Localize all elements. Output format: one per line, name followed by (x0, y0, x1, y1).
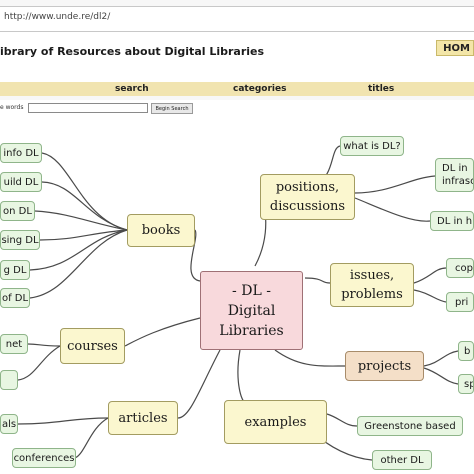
connector-courses-net (27, 343, 61, 347)
leaf-on-dl[interactable]: on DL (0, 201, 35, 221)
connector-articles-conf (74, 417, 109, 459)
connector-books-g (29, 229, 128, 271)
connector-books-info (41, 152, 128, 231)
dl-infra-line-2: infrasc (442, 176, 474, 187)
leaf-courses-small[interactable] (0, 370, 18, 390)
connector-books-build (41, 181, 128, 231)
leaf-other-dl[interactable]: other DL (372, 450, 432, 470)
leaf-sing-dl[interactable]: sing DL (0, 230, 40, 250)
leaf-dl-infrastructure[interactable]: DL in infrasc (435, 158, 474, 192)
leaf-greenstone-based[interactable]: Greenstone based (357, 416, 463, 436)
leaf-of-dl[interactable]: of DL (0, 288, 30, 308)
center-line-1: - DL - (232, 282, 271, 299)
connector-projects-sp (423, 367, 459, 385)
branch-courses[interactable]: courses (60, 328, 125, 364)
branch-issues[interactable]: issues, problems (330, 263, 414, 307)
connector-books-sing (39, 229, 128, 241)
nav-categories[interactable]: categories (233, 84, 287, 94)
connector-projects-b (423, 350, 459, 367)
positions-line-1: positions, (275, 180, 340, 195)
dl-infra-line-1: DL in (442, 163, 468, 174)
connector-positions-dlh (354, 197, 431, 222)
connector-center-courses (124, 317, 201, 347)
leaf-build-dl[interactable]: uild DL (0, 172, 42, 192)
nav-bar: search categories titles (0, 82, 474, 96)
connector-center-examples (237, 349, 246, 404)
connector-issues-cop (413, 267, 447, 284)
address-bar[interactable]: http://www.unde.re/dl2/ (0, 6, 474, 32)
connector-examples-greenstone (326, 413, 358, 427)
search-row: e words Begin Search (0, 100, 474, 118)
connector-center-articles (177, 349, 221, 419)
issues-line-1: issues, (349, 268, 395, 283)
leaf-dl-h[interactable]: DL in h (430, 211, 474, 231)
positions-line-2: discussions (269, 199, 346, 214)
connector-books-on (34, 210, 128, 231)
center-line-2: Digital (227, 302, 276, 319)
search-label: e words (0, 104, 24, 111)
connector-courses-small (17, 345, 61, 381)
begin-search-button[interactable]: Begin Search (151, 103, 193, 114)
leaf-sp[interactable]: sp (458, 374, 474, 394)
nav-titles[interactable]: titles (368, 84, 395, 94)
nav-search[interactable]: search (115, 84, 149, 94)
leaf-conferences[interactable]: conferences (12, 448, 76, 468)
branch-projects[interactable]: projects (345, 351, 424, 381)
connector-center-projects (274, 349, 346, 367)
leaf-g-dl[interactable]: g DL (0, 260, 30, 280)
mindmap-canvas: - DL - Digital Libraries books courses a… (0, 118, 474, 474)
connector-issues-pri (413, 289, 447, 303)
connector-center-issues (304, 277, 331, 284)
leaf-info-dl[interactable]: info DL (0, 143, 42, 163)
home-button[interactable]: HOM (436, 40, 474, 56)
connector-positions-dlinfra (354, 175, 436, 194)
issues-line-2: problems (341, 287, 403, 302)
mindmap-connectors (17, 145, 459, 461)
leaf-what-is-dl[interactable]: what is DL? (340, 136, 404, 156)
center-node[interactable]: - DL - Digital Libraries (200, 271, 303, 350)
leaf-b[interactable]: b (458, 341, 474, 361)
connector-articles-als (17, 417, 109, 425)
leaf-als[interactable]: als (0, 414, 18, 434)
branch-books[interactable]: books (127, 214, 195, 247)
url-text[interactable]: http://www.unde.re/dl2/ (4, 12, 111, 22)
leaf-cop[interactable]: cop (446, 258, 474, 278)
leaf-pri[interactable]: pri (446, 292, 474, 312)
connector-center-books (190, 229, 201, 282)
site-header: ibrary of Resources about Digital Librar… (0, 32, 474, 82)
center-line-3: Libraries (219, 322, 284, 339)
branch-positions[interactable]: positions, discussions (260, 174, 355, 220)
connector-books-of (29, 229, 128, 299)
search-input[interactable] (28, 103, 148, 113)
branch-articles[interactable]: articles (108, 401, 178, 435)
leaf-net[interactable]: net (0, 334, 28, 354)
branch-examples[interactable]: examples (224, 400, 327, 444)
page-title: ibrary of Resources about Digital Librar… (0, 45, 265, 58)
